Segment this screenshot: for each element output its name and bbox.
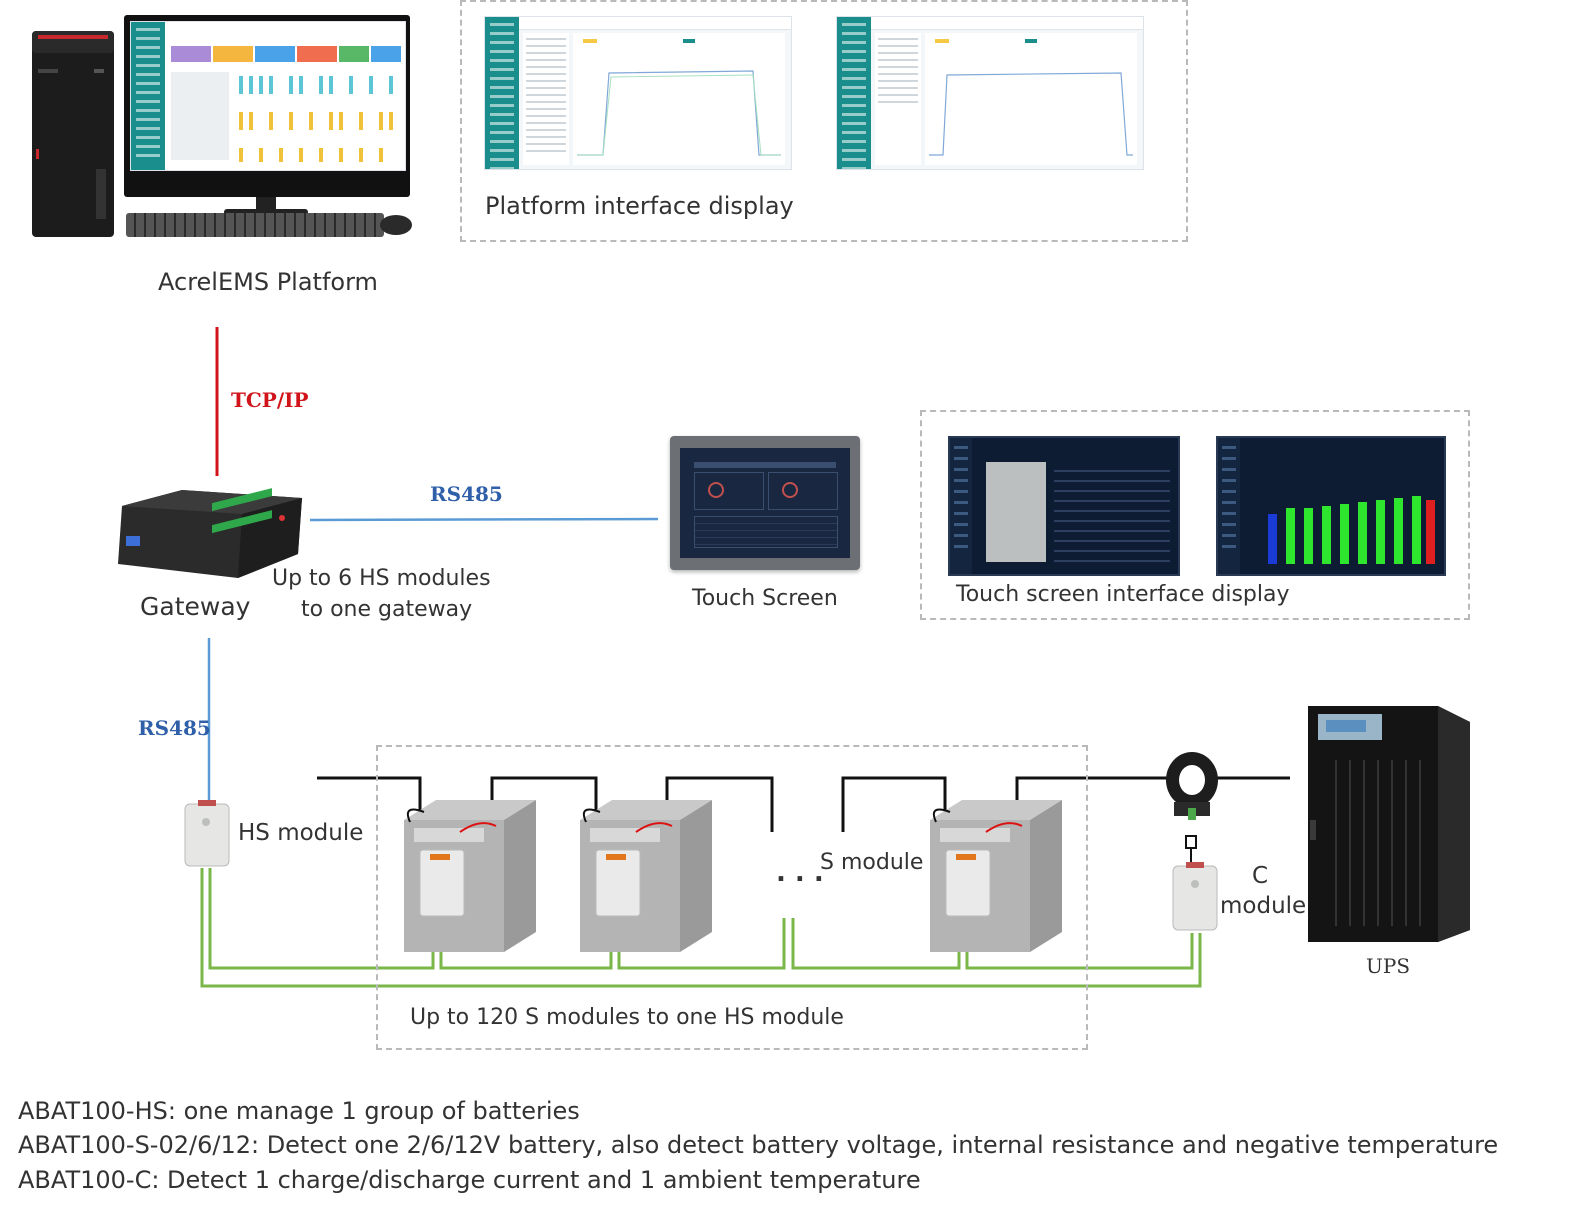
description-hs: ABAT100-HS: one manage 1 group of batter… <box>18 1097 580 1125</box>
c-module-label-line2: module <box>1220 893 1307 919</box>
mouse <box>380 215 412 235</box>
platform-label: AcrelEMS Platform <box>158 268 378 296</box>
c-module-device <box>1172 835 1218 931</box>
platform-display-label: Platform interface display <box>485 192 794 220</box>
desktop-computer-icon <box>32 31 114 237</box>
s-module-label: S module <box>820 850 924 875</box>
touch-display-label: Touch screen interface display <box>956 582 1290 607</box>
ellipsis: . . . <box>776 858 824 888</box>
computer-group <box>28 15 418 247</box>
description-s: ABAT100-S-02/6/12: Detect one 2/6/12V ba… <box>18 1131 1499 1159</box>
battery-icon <box>580 800 712 952</box>
platform-screenshot-1 <box>484 16 792 170</box>
hs-module-label: HS module <box>238 820 364 846</box>
touch-bar-chart <box>1268 496 1435 564</box>
platform-curve-2 <box>929 39 1133 156</box>
battery-icon <box>930 800 1062 952</box>
description-c: ABAT100-C: Detect 1 charge/discharge cur… <box>18 1166 921 1194</box>
ups-label: UPS <box>1366 954 1411 978</box>
platform-curve-1 <box>577 39 781 156</box>
gateway-note-line2: to one gateway <box>301 597 473 622</box>
platform-display-box <box>460 0 1188 242</box>
touch-screenshot-2 <box>1216 436 1446 576</box>
monitor-stand <box>256 197 276 211</box>
monitor-base <box>224 209 308 215</box>
s-module-note: Up to 120 S modules to one HS module <box>410 1005 844 1030</box>
touch-display-box <box>920 410 1470 620</box>
gateway-device-icon <box>118 488 302 578</box>
s-module-box <box>376 745 1088 1050</box>
rs485-left-label: RS485 <box>138 716 211 740</box>
touch-screenshot-1 <box>948 436 1180 576</box>
gateway-label: Gateway <box>140 592 251 621</box>
rs485-line-top <box>309 517 659 522</box>
tcpip-label: TCP/IP <box>231 388 309 412</box>
ups-cabinet-icon <box>1308 706 1470 942</box>
hs-module-device <box>184 800 230 867</box>
c-module-label-line1: C <box>1252 863 1269 889</box>
monitor <box>124 15 410 197</box>
platform-screenshot-2 <box>836 16 1144 170</box>
touch-screen-label: Touch Screen <box>692 586 838 611</box>
keyboard <box>126 213 384 237</box>
touch-panel-icon <box>670 436 860 570</box>
current-sensor-icon <box>1166 752 1218 820</box>
gateway-note-line1: Up to 6 HS modules <box>272 566 491 591</box>
platform-dashboard-screen <box>130 21 406 171</box>
battery-icon <box>404 800 536 952</box>
rs485-top-label: RS485 <box>430 482 503 506</box>
